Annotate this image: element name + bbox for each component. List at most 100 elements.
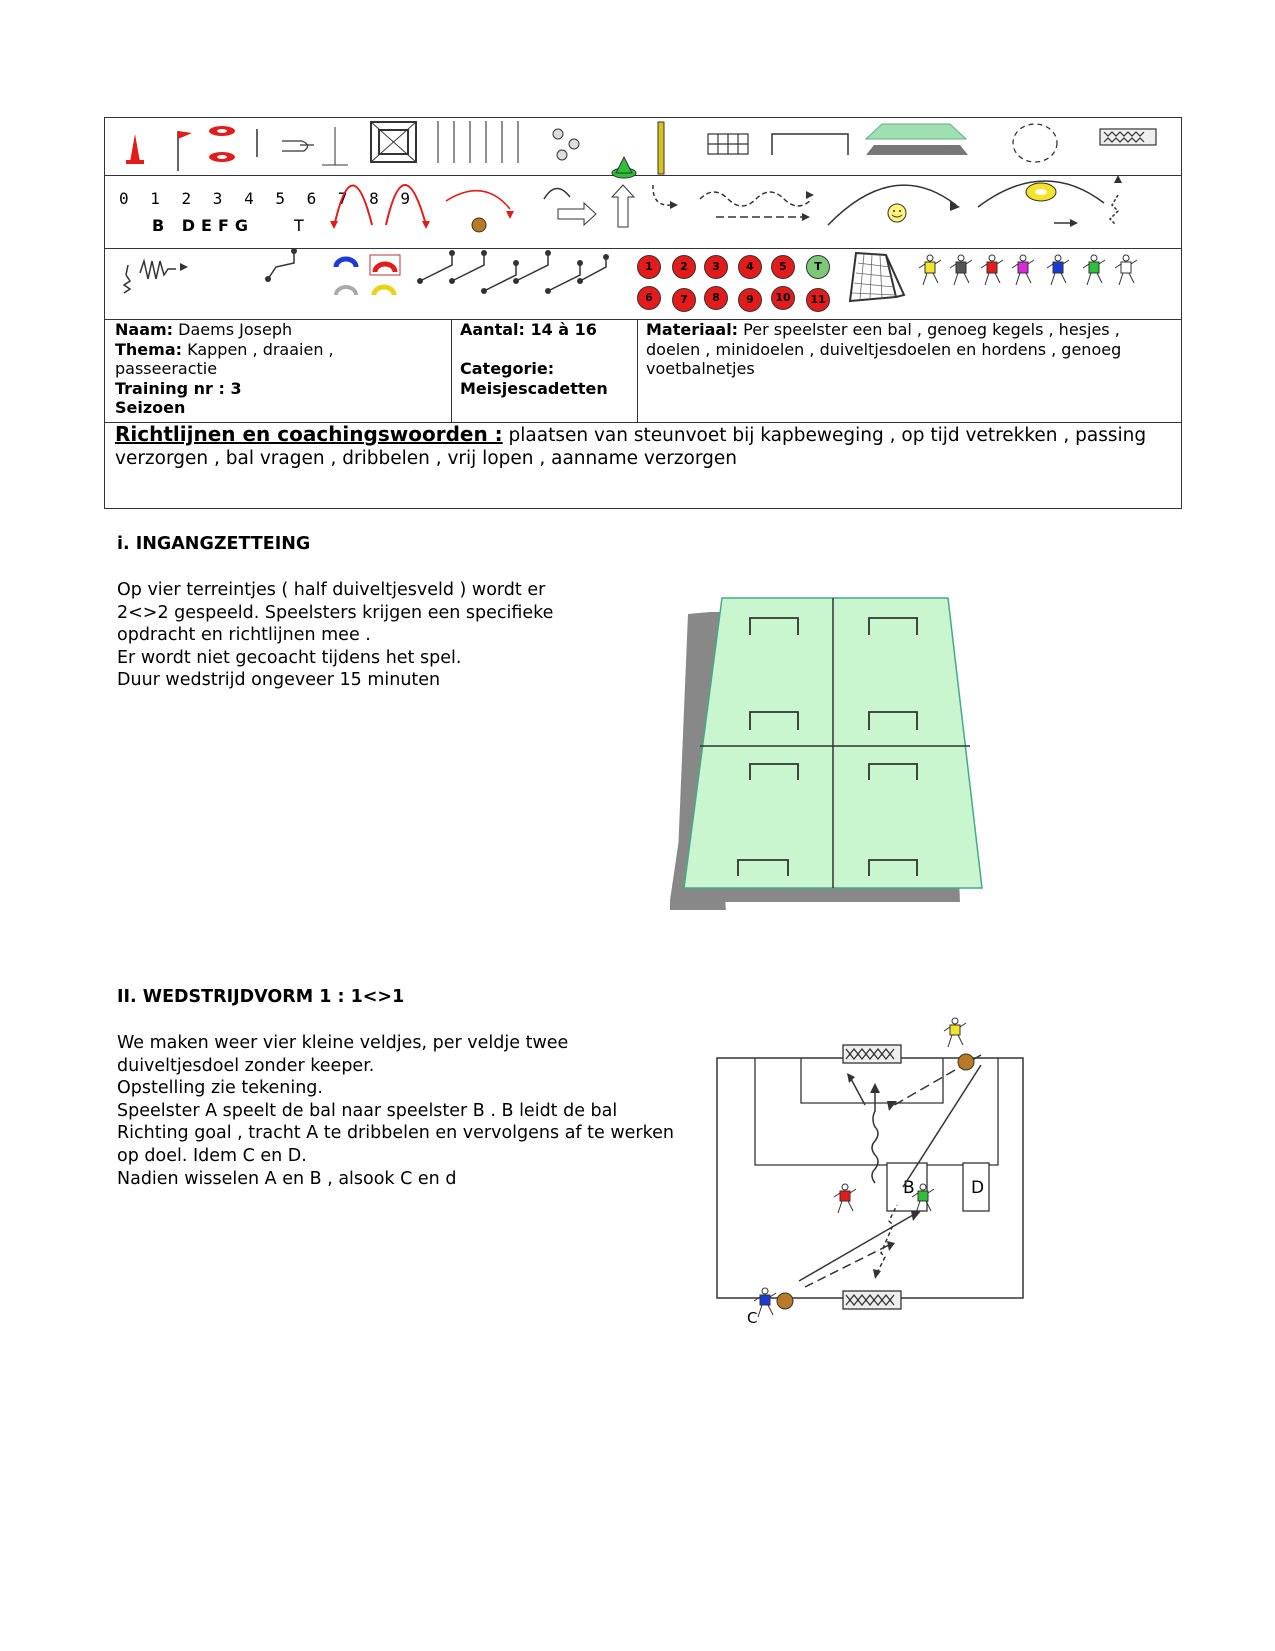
number-badge: 11: [806, 288, 830, 312]
grey-hoop-icon: [334, 285, 358, 296]
red-hoop-icon: [372, 261, 398, 273]
bottom-pass-line: [798, 1214, 914, 1282]
yellow-pole-icon: [657, 121, 665, 175]
arc-arrow-icon: [827, 184, 957, 226]
bottom-dashed-line: [804, 1244, 890, 1288]
green-cone-icon: [611, 155, 637, 179]
naam-label: Naam:: [115, 320, 174, 339]
naam-value: Daems Joseph: [178, 320, 293, 339]
label-b: B: [903, 1178, 915, 1198]
row-divider: [105, 175, 1181, 176]
zone-circle-icon: [1012, 123, 1058, 163]
four-fields-diagram: [670, 597, 983, 910]
goal-net-icon: [707, 133, 749, 155]
section2-text: We maken weer vier kleine veldjes, per v…: [117, 1033, 674, 1189]
zone-d: [962, 1162, 990, 1212]
mini-goal-icon: [1099, 128, 1157, 146]
dribble-icon: [122, 264, 132, 294]
pitch-icon: [864, 123, 968, 155]
dribble-path: [871, 1091, 879, 1184]
goal-frame-icon: [771, 133, 849, 155]
thema-value: Kappen , draaien ,: [187, 339, 334, 359]
label-d: D: [971, 1178, 984, 1198]
goal-box: [800, 1058, 944, 1104]
info-right: Materiaal: Per speelster een bal , genoe…: [646, 320, 1176, 379]
number-badge: 10: [771, 286, 795, 310]
letters-row: B DEFG: [152, 216, 254, 235]
richtlijnen-title: Richtlijnen en coachingswoorden :: [115, 422, 503, 446]
number-badge: 4: [738, 255, 762, 279]
ball-icon: [776, 1292, 794, 1310]
balls-icon: [552, 128, 580, 161]
poles-icon: [437, 121, 519, 163]
player-red-icon: [833, 1183, 857, 1214]
one-v-one-diagram: B D C: [716, 1017, 1024, 1327]
target-square-icon: [370, 121, 417, 163]
penalty-box: [754, 1058, 999, 1166]
materiaal-label: Materiaal:: [646, 320, 739, 339]
richtlijnen-text: plaatsen van steunvoet bij kapbeweging ,…: [508, 425, 1147, 446]
flag-icon: [177, 131, 192, 171]
info-left: Naam: Daems Joseph Thema: Kappen , draai…: [115, 320, 445, 418]
run-arrow-icon: [652, 184, 673, 206]
section1-text: Op vier terreintjes ( half duiveltjesvel…: [117, 580, 554, 691]
run-line: [902, 1064, 982, 1188]
col-divider: [451, 319, 452, 422]
ball-icon: [957, 1053, 975, 1071]
number-badge: 8: [704, 286, 728, 310]
materiaal-value-3: voetbalnetjes: [646, 359, 755, 378]
arc-arrow-2-icon: [977, 180, 1105, 208]
richtlijnen-text-2: verzorgen , bal vragen , dribbelen , vri…: [115, 448, 737, 469]
top-goal-icon: [842, 1044, 902, 1064]
zigzag-arrow-icon: [1108, 194, 1120, 226]
yellow-hoop-icon: [371, 284, 397, 296]
materiaal-value-2: doelen , minidoelen , duiveltjesdoelen e…: [646, 339, 1122, 359]
up-arrow-icon: [610, 184, 636, 228]
number-badge: 1: [637, 255, 661, 279]
disc-icon: [209, 126, 235, 162]
number-badge: 5: [771, 255, 795, 279]
training-label: Training nr : 3: [115, 378, 242, 398]
categorie-value: Meisjescadetten: [460, 378, 608, 398]
aantal-label: Aantal: 14 à 16: [460, 320, 597, 339]
info-middle: Aantal: 14 à 16 Categorie: Meisjescadett…: [460, 320, 630, 398]
section1-heading: i. INGANGZETTEING: [117, 534, 311, 554]
row-divider: [105, 319, 1181, 320]
thema-value-2: passeeractie: [115, 359, 218, 378]
block-arrow-icon: [557, 201, 597, 227]
trainer-badge: T: [806, 255, 830, 279]
label-c: C: [747, 1309, 757, 1327]
mini-hurdle-icon: [322, 127, 348, 166]
letter-t: T: [293, 216, 304, 235]
number-badge: 2: [672, 255, 696, 279]
cone-icon: [126, 134, 144, 164]
sprint-icon: [139, 258, 176, 280]
section2-heading: II. WEDSTRIJDVORM 1 : 1<>1: [117, 987, 405, 1007]
seizoen-label: Seizoen: [115, 398, 186, 417]
number-badge: 9: [738, 288, 762, 312]
player-blue-icon: [753, 1287, 777, 1318]
number-badge: 3: [704, 255, 728, 279]
goal-net-3d-icon: [848, 251, 906, 303]
hurdle-icon: [282, 140, 314, 152]
player-figures-icon: [918, 254, 1138, 286]
player-yellow-icon: [943, 1017, 967, 1048]
number-badge: 6: [637, 286, 661, 310]
mini-goals: [737, 617, 918, 876]
materiaal-value: Per speelster een bal , genoeg kegels , …: [743, 320, 1120, 339]
thema-label: Thema:: [115, 339, 183, 359]
turn-arrow-icon: [543, 187, 571, 200]
richtlijnen-block: Richtlijnen en coachingswoorden : plaats…: [115, 423, 1177, 470]
short-hurdle-icon: [267, 251, 295, 280]
number-badge: 7: [672, 288, 696, 312]
row-divider: [105, 248, 1181, 249]
smiley-icon: [887, 203, 907, 223]
categorie-label: Categorie:: [460, 359, 555, 378]
symbol-legend: 0 1 2 3 4 5 6 7 8 9 B DEFG T: [119, 121, 1157, 303]
player-green-icon: [911, 1183, 935, 1214]
ball-icon: [471, 217, 487, 233]
hurdles-chain-icon: [419, 253, 607, 292]
dribble-arrow-icon: [699, 191, 813, 207]
bottom-run-path: [876, 1204, 898, 1274]
row-divider: [105, 422, 1181, 423]
